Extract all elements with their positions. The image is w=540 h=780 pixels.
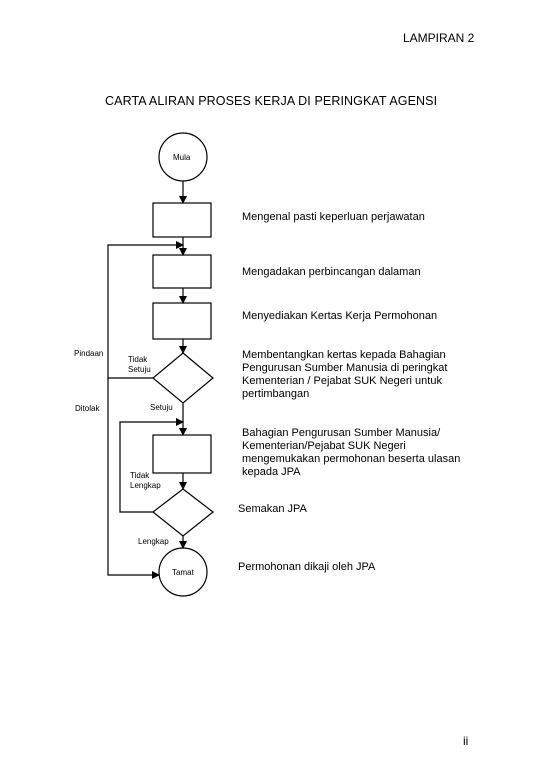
process-box-2 (152, 254, 212, 289)
process-box-5 (152, 434, 212, 474)
page-number: ii (463, 734, 469, 748)
decision-diamond-1 (152, 352, 214, 404)
label-setuju: Setuju (150, 403, 173, 412)
process-box-1 (152, 202, 212, 238)
label-lengkap: Lengkap (138, 537, 169, 546)
end-label: Tamat (172, 568, 194, 577)
step-6-text: Semakan JPA (238, 503, 307, 515)
step-3-text: Menyediakan Kertas Kerja Permohonan (242, 310, 438, 322)
page-title: CARTA ALIRAN PROSES KERJA DI PERINGKAT A… (105, 94, 438, 108)
step-7-text: Permohonan dikaji oleh JPA (238, 561, 376, 573)
step-1-text: Mengenal pasti keperluan perjawatan (242, 211, 425, 223)
label-tidak-lengkap: Tidak Lengkap (130, 471, 161, 490)
start-label: Mula (173, 153, 191, 162)
appendix-label: LAMPIRAN 2 (403, 31, 475, 45)
label-ditolak: Ditolak (75, 404, 100, 413)
decision-diamond-2 (152, 488, 214, 537)
step-4-text: Membentangkan kertas kepada Bahagian Pen… (242, 349, 448, 400)
path-ditolak (107, 378, 160, 579)
label-tidak-setuju: Tidak Setuju (128, 355, 151, 374)
label-pindaan: Pindaan (74, 349, 104, 358)
step-5-text: Bahagian Pengurusan Sumber Manusia/ Keme… (242, 427, 461, 478)
process-box-3 (152, 302, 212, 340)
loop-tidak-lengkap (119, 418, 184, 513)
loop-pindaan (107, 241, 184, 379)
step-2-text: Mengadakan perbincangan dalaman (242, 266, 421, 278)
